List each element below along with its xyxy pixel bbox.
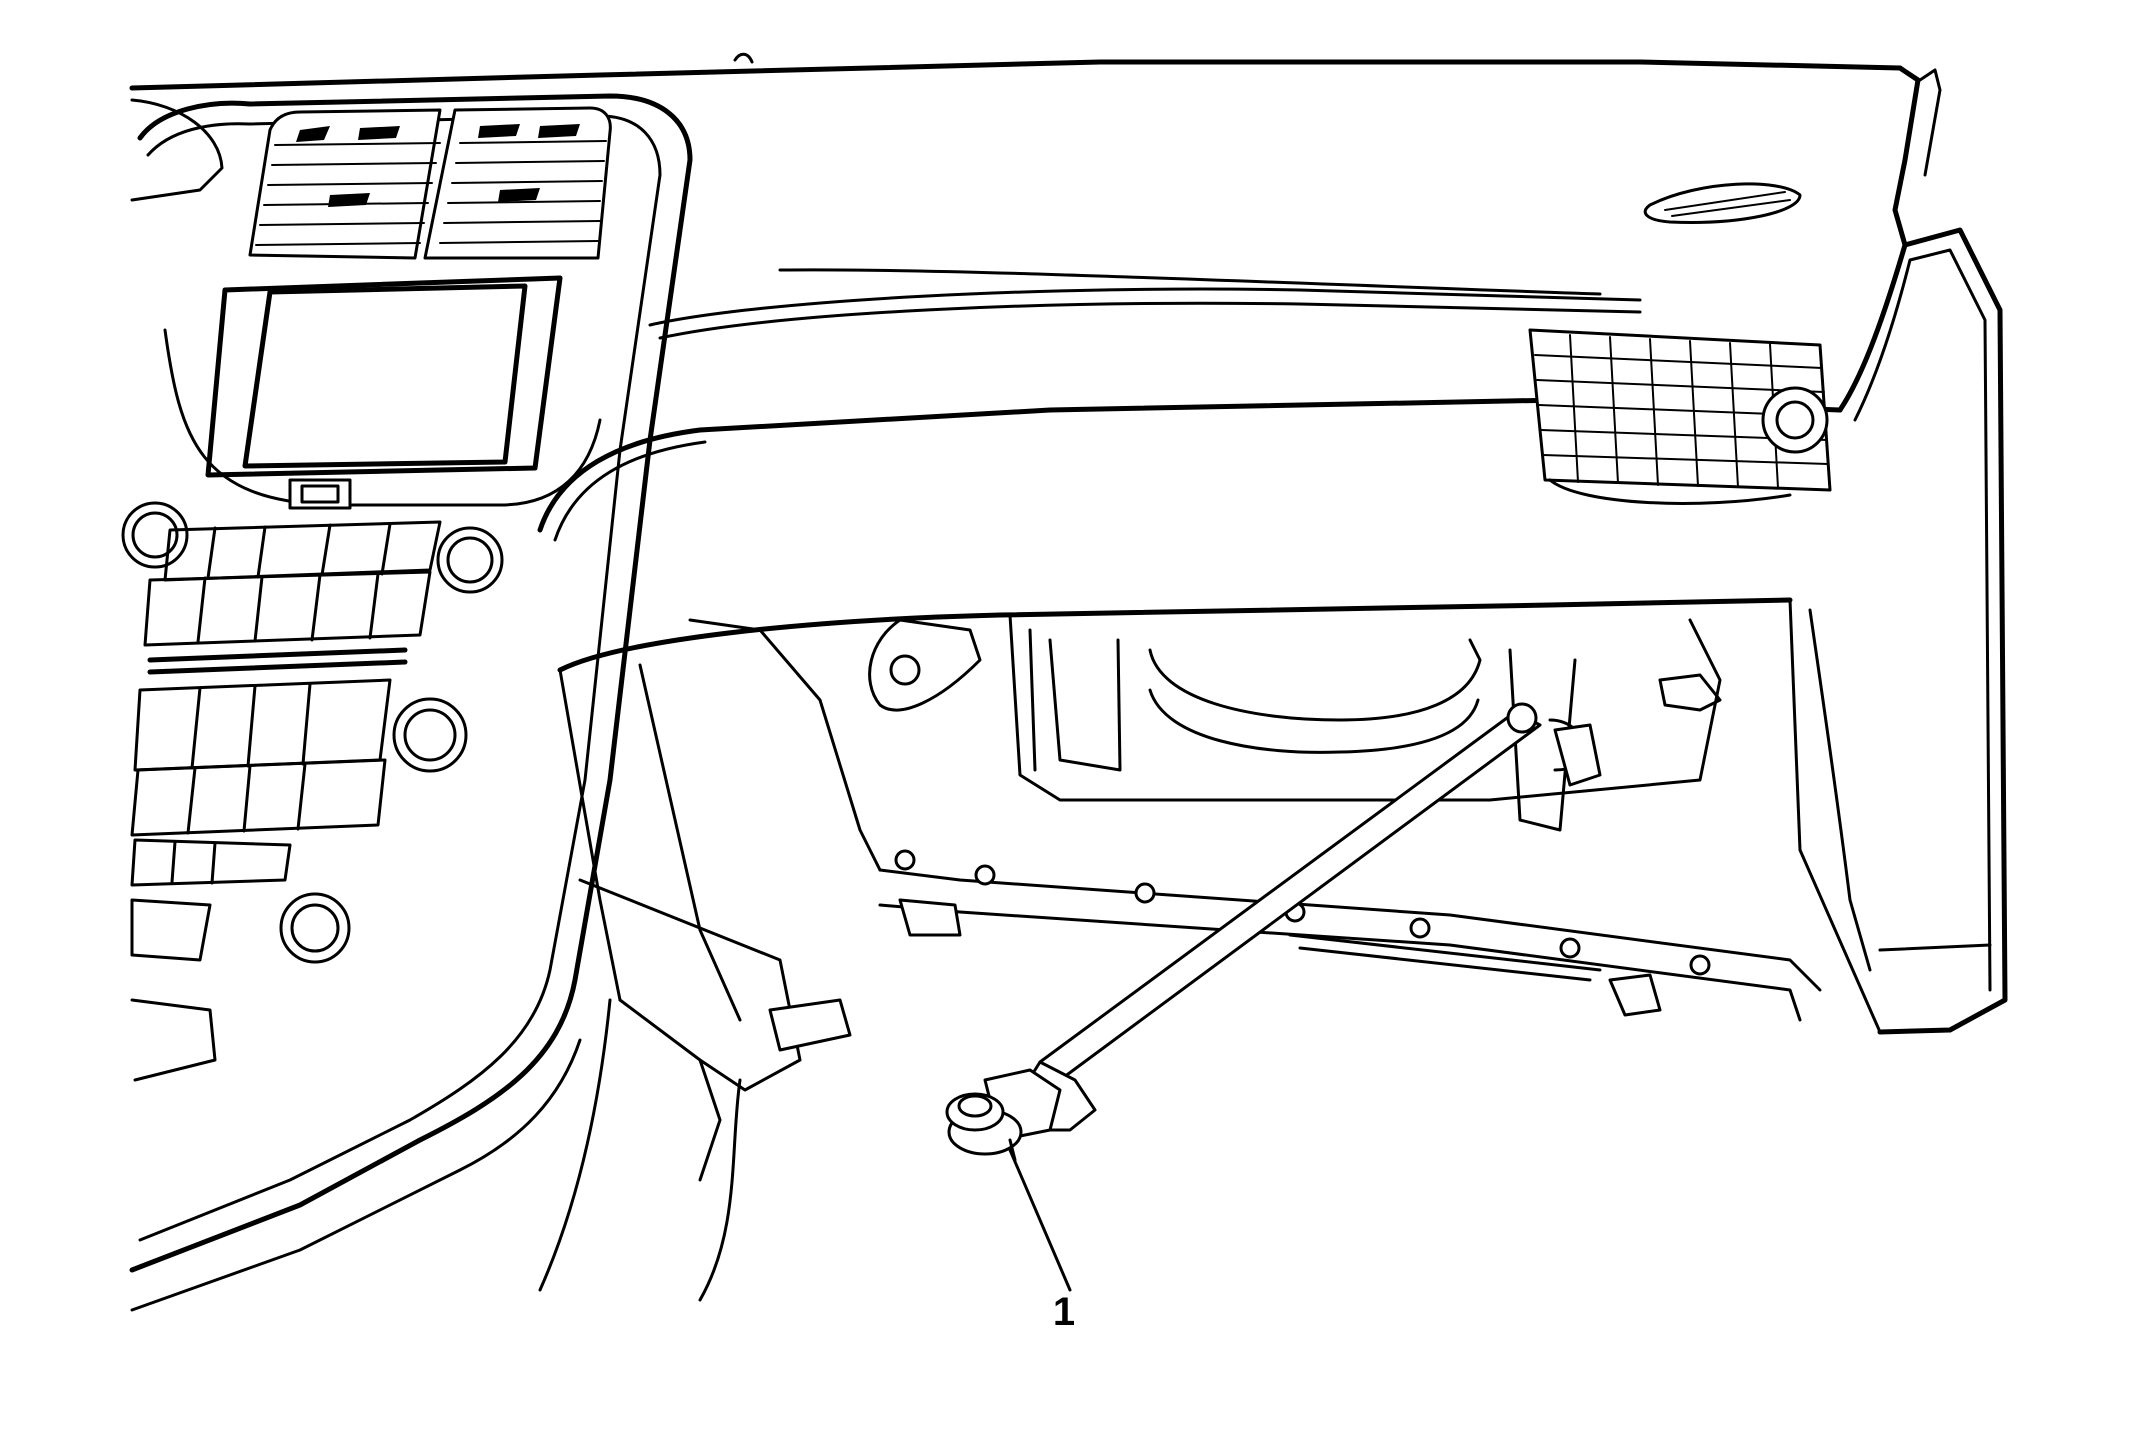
callout-1-leader	[1008, 1148, 1072, 1292]
center-console-bezel	[129, 93, 693, 1312]
control-knobs	[121, 501, 504, 964]
glove-box-opening	[537, 397, 1843, 1022]
glove-box-damper-rod	[945, 702, 1542, 1162]
callout-1-label: 1	[1053, 1290, 1075, 1334]
center-air-vents	[248, 106, 612, 260]
callout-1: 1	[1008, 1148, 1075, 1334]
lower-dash-left	[538, 878, 852, 1302]
instrument-panel-upper	[129, 52, 1942, 340]
lower-retainer-rail	[878, 849, 1822, 1022]
right-air-vent	[1528, 182, 1832, 505]
right-end-cap	[1788, 227, 2008, 1035]
climate-button-bank	[130, 520, 442, 1082]
display-screen	[163, 275, 602, 510]
